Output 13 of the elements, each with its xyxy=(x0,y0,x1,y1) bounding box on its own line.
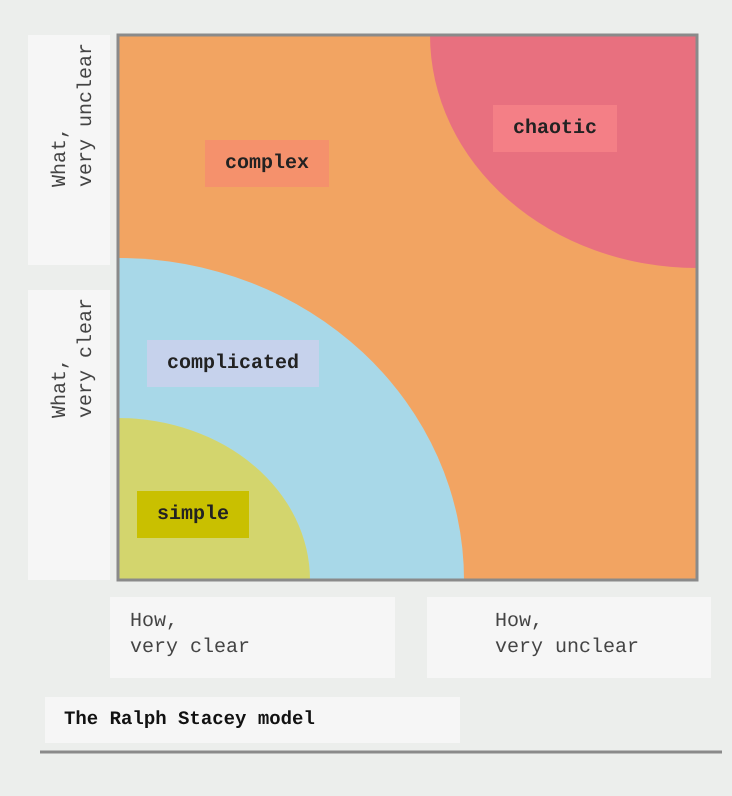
complicated-region xyxy=(118,258,464,580)
chaotic-region xyxy=(430,35,697,268)
region-label: simple xyxy=(137,491,250,538)
region-label: complicated xyxy=(147,340,320,387)
axis-label: How, very unclear xyxy=(495,609,640,661)
axis-label: What, very unclear xyxy=(48,43,99,188)
caption: The Ralph Stacey model xyxy=(64,708,315,730)
region-label: chaotic xyxy=(493,105,618,152)
axis-label: What, very clear xyxy=(48,298,99,418)
complex-region xyxy=(118,35,697,580)
simple-region xyxy=(118,418,310,580)
axis-label: How, very clear xyxy=(130,609,250,661)
region-label: complex xyxy=(205,140,330,187)
